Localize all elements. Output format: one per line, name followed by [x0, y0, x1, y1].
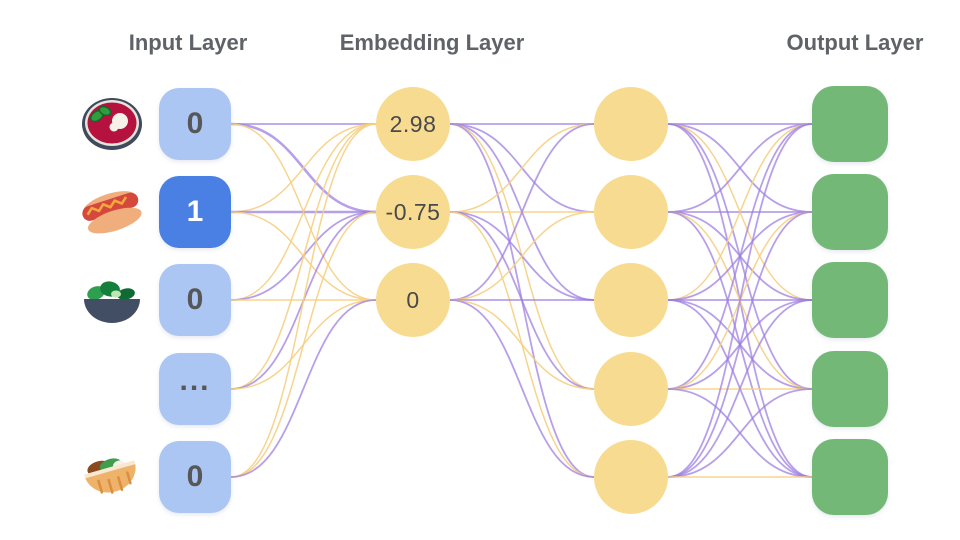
- input-node-3-value: 0: [186, 283, 204, 316]
- edge-hidden-output-5-3: [667, 299, 813, 478]
- edge-input-embedding-2-1: [230, 123, 377, 213]
- edge-hidden-output-5-2: [667, 211, 813, 478]
- edge-hidden-output-3-1: [667, 123, 813, 301]
- edge-hidden-output-4-1: [667, 123, 813, 390]
- edge-hidden-output-2-1: [667, 123, 813, 213]
- input-node-2: 1: [159, 176, 231, 248]
- embedding-node-1-value: 2.98: [389, 110, 437, 137]
- edge-input-embedding-5-2: [230, 211, 377, 478]
- edge-embedding-hidden-3-2: [449, 211, 595, 301]
- edge-embedding-hidden-2-1: [449, 123, 595, 213]
- input-node-1-value: 0: [186, 107, 204, 140]
- input-node-4: ...: [159, 353, 231, 425]
- hot-dog-icon: [80, 180, 144, 244]
- embedding-node-3-value: 0: [406, 286, 420, 313]
- edge-embedding-hidden-3-4: [449, 299, 595, 390]
- input-node-1: 0: [159, 88, 231, 160]
- input-layer-title: Input Layer: [128, 30, 248, 55]
- pita-wrap-icon: [80, 445, 144, 509]
- input-node-4-value: ...: [179, 364, 211, 397]
- hidden-node-5: [594, 440, 668, 514]
- edge-input-embedding-5-3: [230, 299, 377, 478]
- input-node-3: 0: [159, 264, 231, 336]
- edge-embedding-hidden-3-1: [449, 123, 595, 301]
- embedding-node-2-value: -0.75: [385, 198, 441, 225]
- output-layer-title: Output Layer: [786, 30, 924, 55]
- output-node-2: [812, 174, 888, 250]
- embedding-node-2: -0.75: [376, 175, 450, 249]
- edge-embedding-hidden-3-5: [449, 299, 595, 478]
- salad-bowl-icon: [80, 268, 144, 332]
- input-node-2-value: 1: [186, 195, 204, 228]
- edge-input-embedding-4-1: [230, 123, 377, 390]
- edge-hidden-output-5-1: [667, 123, 813, 478]
- output-node-4: [812, 351, 888, 427]
- output-node-3: [812, 262, 888, 338]
- input-node-5: 0: [159, 441, 231, 513]
- edge-input-embedding-5-1: [230, 123, 377, 478]
- hidden-node-4: [594, 352, 668, 426]
- soup-bowl-icon: [80, 92, 144, 156]
- embedding-layer-title: Embedding Layer: [339, 30, 525, 55]
- hidden-node-1: [594, 87, 668, 161]
- output-node-5: [812, 439, 888, 515]
- embedding-node-3: 0: [376, 263, 450, 337]
- edge-hidden-output-5-4: [667, 388, 813, 478]
- output-node-1: [812, 86, 888, 162]
- hidden-node-3: [594, 263, 668, 337]
- embedding-node-1: 2.98: [376, 87, 450, 161]
- hidden-node-2: [594, 175, 668, 249]
- edge-input-embedding-3-1: [230, 123, 377, 301]
- input-node-5-value: 0: [186, 460, 204, 493]
